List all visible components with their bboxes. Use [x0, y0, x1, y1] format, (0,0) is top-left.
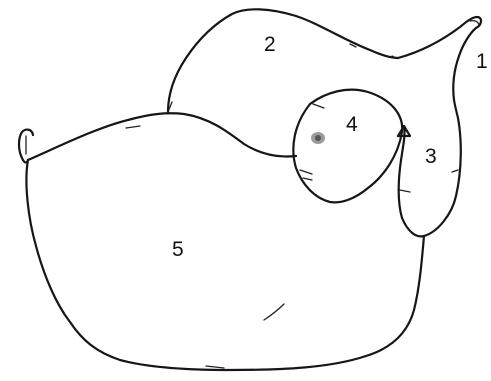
spot-marking-core: [315, 135, 321, 141]
region-1-outline: [398, 17, 481, 100]
region-label-3: 3: [425, 145, 437, 168]
region-label-1: 1: [476, 50, 488, 73]
region-5-outline: [28, 113, 296, 160]
region-3-marks: [400, 170, 458, 192]
region-label-2: 2: [264, 33, 276, 56]
region-label-4: 4: [346, 113, 358, 136]
region-5-marks: [126, 126, 284, 368]
region-2-outline: [168, 9, 398, 112]
region-1-tip: [470, 21, 479, 25]
region-2-marks: [168, 44, 396, 112]
region-label-5: 5: [172, 238, 184, 261]
region-3-outline: [399, 100, 461, 236]
region-4-outline: [293, 90, 402, 203]
